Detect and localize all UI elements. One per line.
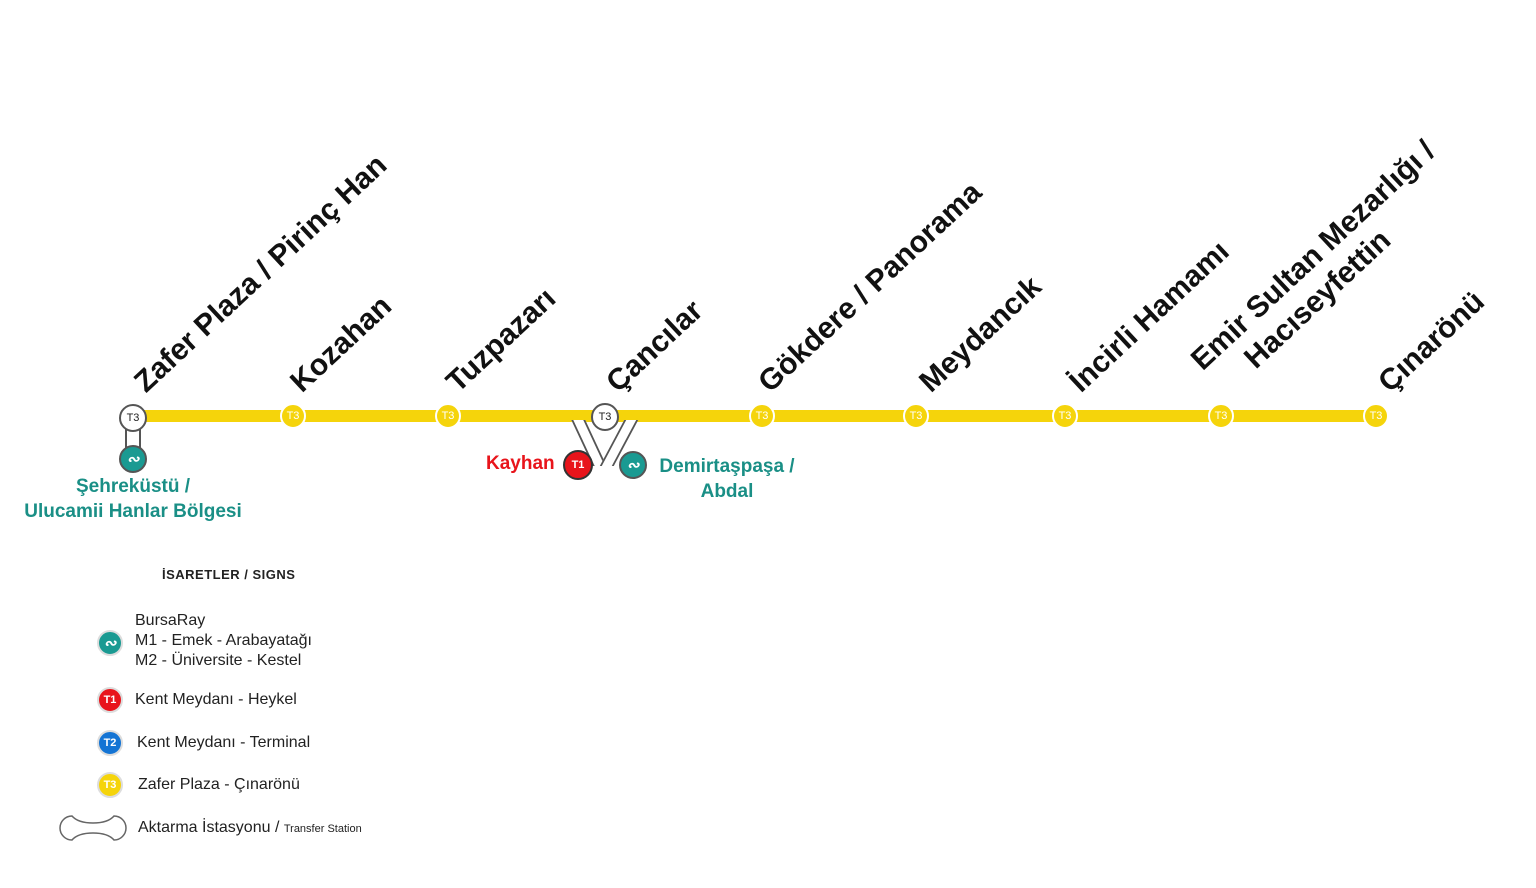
transfer-station-icon (58, 814, 128, 842)
t3-icon: T3 (97, 772, 123, 798)
station-label-kozahan: Kozahan (284, 289, 399, 399)
legend-bursaray-line2: M1 - Emek - Arabayatağı (135, 632, 312, 649)
legend-transfer-small: Transfer Station (283, 823, 362, 835)
station-label-tuzpazari: Tuzpazarı (440, 281, 563, 399)
transfer-label-kayhan: Kayhan (486, 453, 555, 474)
demirtaspasa-line2: Abdal (700, 480, 754, 502)
station-label-cinaronu: Çınarönü (1372, 284, 1491, 399)
t2-icon: T2 (97, 730, 123, 756)
t1-icon: T1 (97, 687, 123, 713)
demirtaspasa-line1: Demirtaşpaşa / (659, 456, 795, 477)
bursaray-icon: ∾ (619, 451, 647, 479)
stop-cancilar[interactable]: T3 (591, 403, 619, 431)
sehrekustu-line1: Şehreküstü / (75, 476, 191, 497)
legend-bursaray-text: BursaRay M1 - Emek - Arabayatağı M2 - Ün… (135, 611, 312, 671)
station-label-zafer-plaza: Zafer Plaza / Pirinç Han (128, 148, 394, 399)
transfer-label-demirtaspasa: Demirtaşpaşa / Abdal (652, 455, 802, 504)
legend-bursaray-line1: BursaRay (135, 612, 206, 629)
station-label-meydancik: Meydancık (913, 269, 1048, 399)
stop-emir-sultan[interactable]: T3 (1208, 403, 1234, 429)
stop-zafer-plaza[interactable]: T3 (119, 404, 147, 432)
legend-transfer-label: Aktarma İstasyonu / (138, 819, 284, 836)
bursaray-icon: ∾ (119, 445, 147, 473)
legend-bursaray-line3: M2 - Üniversite - Kestel (135, 652, 302, 669)
legend-title: İSARETLER / SIGNS (162, 567, 296, 582)
t1-icon: T1 (563, 450, 593, 480)
legend-transfer-text: Aktarma İstasyonu / Transfer Station (138, 818, 362, 838)
stop-gokdere[interactable]: T3 (749, 403, 775, 429)
sehrekustu-line2: Ulucamii Hanlar Bölgesi (24, 500, 242, 522)
stop-meydancik[interactable]: T3 (903, 403, 929, 429)
stop-cinaronu[interactable]: T3 (1363, 403, 1389, 429)
stop-kozahan[interactable]: T3 (280, 403, 306, 429)
bursaray-icon: ∾ (97, 630, 123, 656)
legend-t2-text: Kent Meydanı - Terminal (137, 734, 311, 751)
station-label-cancilar: Çancılar (600, 293, 710, 399)
legend-t1-text: Kent Meydanı - Heykel (135, 691, 297, 708)
stop-tuzpazari[interactable]: T3 (435, 403, 461, 429)
legend-t3-text: Zafer Plaza - Çınarönü (138, 776, 300, 793)
stop-incirli[interactable]: T3 (1052, 403, 1078, 429)
transfer-label-sehrekustu: Şehreküstü / Ulucamii Hanlar Bölgesi (8, 475, 258, 524)
